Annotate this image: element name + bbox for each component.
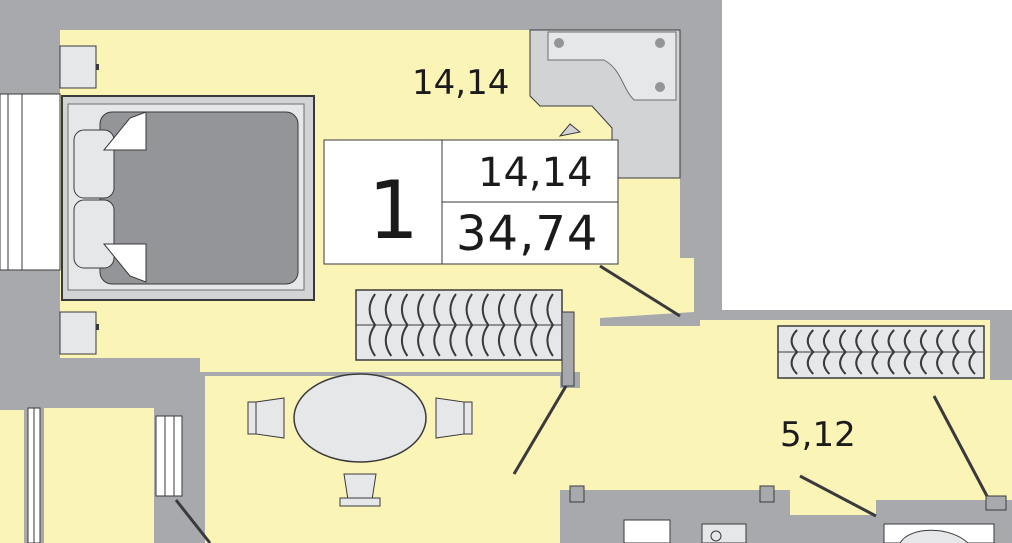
wardrobe-icon — [777, 325, 985, 379]
bedroom-area-label: 14,14 — [412, 63, 509, 103]
hanger-icon — [790, 329, 799, 375]
right-corridor-floor — [990, 380, 1012, 500]
hanger-icon — [855, 329, 864, 375]
hanger-icon — [400, 293, 409, 357]
total-area: 34,74 — [456, 206, 598, 262]
inner-window — [155, 415, 183, 497]
hanger-icon — [871, 329, 880, 375]
hanger-icon — [368, 293, 377, 357]
hanger-icon — [417, 293, 425, 357]
nightstand-icon — [59, 45, 99, 89]
left-balcony-floor — [0, 408, 24, 543]
apartment-info-box: 1 14,14 34,74 — [323, 139, 619, 265]
kitchen-counter-icon — [529, 29, 681, 179]
hanger-icon — [936, 329, 944, 375]
sink-icon — [883, 523, 995, 543]
rooms-count: 1 — [368, 164, 419, 257]
door-swing-icon — [174, 264, 990, 543]
toilet-icon — [623, 519, 747, 543]
hanger-icon — [497, 293, 506, 357]
hanger-icon — [952, 329, 961, 375]
wardrobe-icon — [355, 289, 563, 361]
door-jambs — [561, 311, 1007, 511]
lower-left-window — [27, 407, 41, 543]
left-balcony-floor-2 — [44, 408, 154, 543]
hanger-icon — [968, 329, 977, 375]
hanger-icon — [887, 329, 896, 375]
hanger-icon — [822, 329, 831, 375]
hanger-icon — [449, 293, 458, 357]
hall-area-label: 5,12 — [780, 415, 856, 455]
hanger-icon — [465, 293, 474, 357]
dining-table-icon — [293, 373, 427, 463]
hanger-icon — [433, 293, 441, 357]
hanger-icon — [546, 293, 555, 357]
hanger-icon — [919, 329, 928, 375]
chair-icon — [339, 473, 381, 507]
hanger-icon — [839, 329, 847, 375]
hanger-icon — [384, 293, 393, 357]
living-area: 14,14 — [478, 150, 593, 196]
chair-icon — [435, 397, 473, 439]
hanger-icon — [481, 293, 490, 357]
nightstand-icon — [59, 311, 99, 355]
chair-icon — [247, 397, 285, 439]
left-window — [0, 93, 61, 271]
hanger-icon — [903, 329, 912, 375]
hanger-icon — [806, 329, 815, 375]
hanger-icon — [530, 293, 538, 357]
hanger-icon — [514, 293, 522, 357]
bed-icon — [61, 95, 315, 301]
